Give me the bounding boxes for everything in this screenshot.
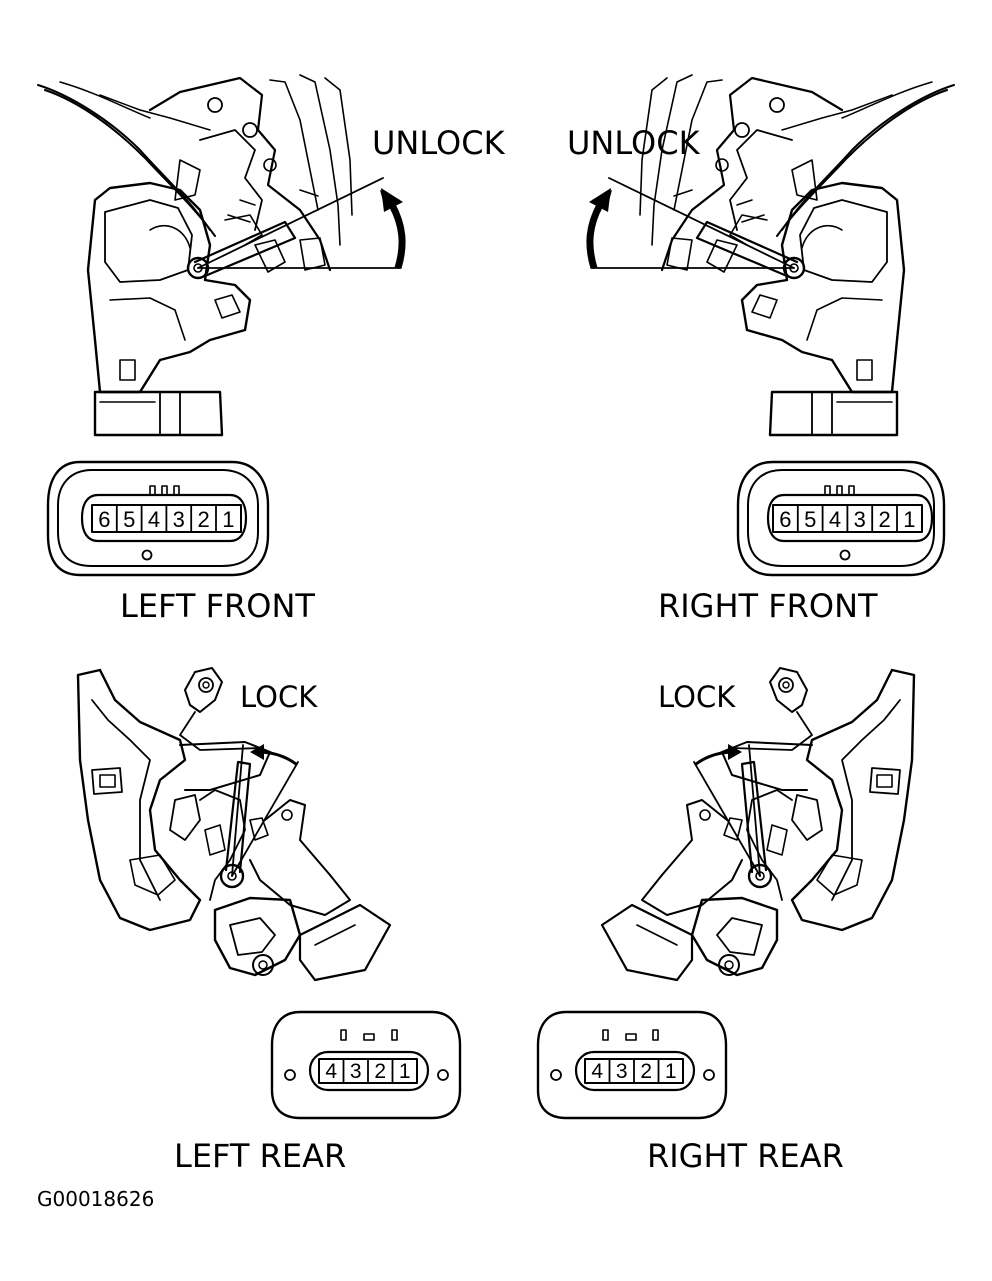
pin-number: 4 xyxy=(148,507,160,532)
pin-number: 6 xyxy=(779,507,791,532)
right-rear-actuator-illustration xyxy=(600,666,916,982)
pin-number: 5 xyxy=(804,507,816,532)
left-front-actuator-illustration xyxy=(38,75,403,435)
pin-number: 3 xyxy=(173,507,185,532)
pin-number: 1 xyxy=(222,507,234,532)
pin-number: 5 xyxy=(123,507,135,532)
right-front-caption: RIGHT FRONT xyxy=(658,587,878,625)
pin-number: 6 xyxy=(98,507,110,532)
pin-number: 2 xyxy=(197,507,209,532)
lock-label-right: LOCK xyxy=(658,680,736,714)
pin-number: 1 xyxy=(665,1060,677,1083)
pin-number: 4 xyxy=(591,1060,603,1083)
lock-label-left: LOCK xyxy=(240,680,318,714)
right-rear-caption: RIGHT REAR xyxy=(647,1137,844,1175)
pin-number: 3 xyxy=(350,1060,362,1083)
left-rear-actuator-illustration xyxy=(76,666,392,982)
pin-number: 1 xyxy=(399,1060,411,1083)
unlock-label-right: UNLOCK xyxy=(567,124,701,162)
pin-number: 1 xyxy=(903,507,915,532)
pin-number: 3 xyxy=(616,1060,628,1083)
pin-number: 3 xyxy=(854,507,866,532)
pin-number: 2 xyxy=(878,507,890,532)
unlock-label-left: UNLOCK xyxy=(372,124,506,162)
left-front-caption: LEFT FRONT xyxy=(120,587,315,625)
figure-id: G00018626 xyxy=(37,1187,154,1211)
left-rear-caption: LEFT REAR xyxy=(174,1137,346,1175)
pin-number: 4 xyxy=(829,507,841,532)
pin-number: 4 xyxy=(325,1060,337,1083)
pin-number: 2 xyxy=(640,1060,652,1083)
pin-number: 2 xyxy=(374,1060,386,1083)
